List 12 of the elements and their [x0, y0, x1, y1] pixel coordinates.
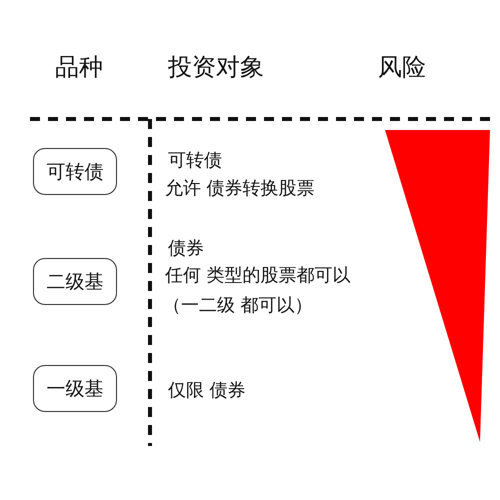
description-text: 任何 类型的股票都可以: [165, 265, 351, 287]
column-header: 风险: [378, 52, 426, 82]
description-text: 债券: [168, 238, 204, 260]
description-text: 允许 债券转换股票: [165, 178, 315, 200]
column-header: 投资对象: [168, 52, 264, 82]
column-header: 品种: [55, 52, 103, 82]
category-box: 二级基: [33, 258, 117, 305]
description-text: 可转债: [168, 150, 222, 172]
description-text: （一二级 都可以）: [163, 295, 313, 317]
category-box: 一级基: [33, 365, 117, 412]
category-box: 可转债: [33, 148, 117, 195]
description-text: 仅限 债券: [168, 380, 246, 402]
